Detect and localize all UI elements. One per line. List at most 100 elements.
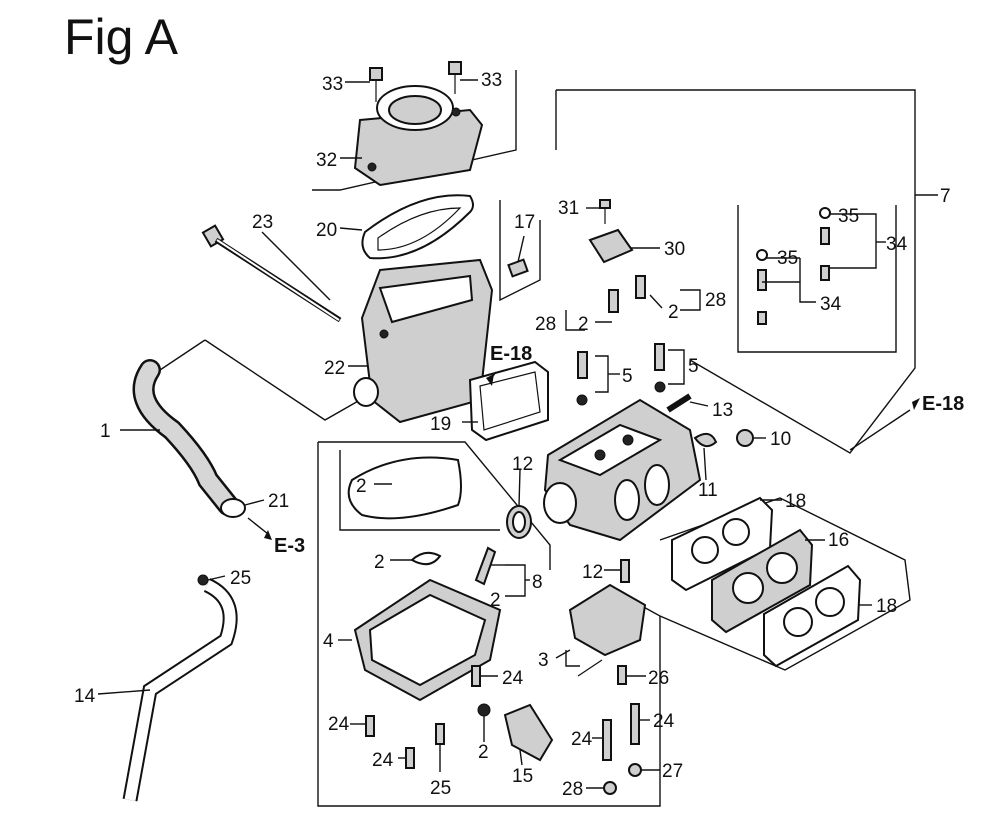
group-frame-carb-bottom bbox=[317, 442, 661, 807]
callout-33-right: 33 bbox=[481, 70, 502, 91]
callout-14: 14 bbox=[74, 686, 96, 707]
screw-5-left bbox=[576, 351, 588, 406]
figure-title: Fig A bbox=[64, 9, 178, 65]
long-bolt-23 bbox=[201, 224, 342, 323]
callout-5-left: 5 bbox=[622, 366, 633, 387]
callout-12-right: 24 bbox=[653, 711, 675, 732]
callout-17: 17 bbox=[514, 212, 535, 233]
screw-5-right bbox=[654, 343, 666, 393]
gasket-2-small bbox=[410, 551, 442, 566]
callout-2-r28: 2 bbox=[668, 302, 679, 323]
clip-25 bbox=[197, 574, 209, 586]
callout-35-top: 35 bbox=[838, 206, 859, 227]
hose-clamp-21 bbox=[220, 498, 246, 518]
group-frame-carb-top bbox=[318, 441, 551, 570]
gasket-18-upper bbox=[671, 496, 774, 592]
bracket-30 bbox=[588, 228, 634, 264]
group-frame-17 bbox=[499, 200, 541, 302]
callout-24-d: 25 bbox=[430, 778, 451, 799]
gasket-16 bbox=[711, 528, 814, 634]
group-frame-34 bbox=[737, 205, 897, 353]
callout-34-top: 34 bbox=[886, 234, 908, 255]
callout-2-solenoid: 2 bbox=[478, 742, 489, 763]
callout-26: 27 bbox=[662, 761, 683, 782]
ref-e3[interactable]: E-3 bbox=[274, 535, 305, 557]
callout-18-upper: 18 bbox=[785, 491, 806, 512]
intake-elbow bbox=[353, 85, 484, 187]
callout-16: 16 bbox=[828, 530, 849, 551]
callout-13: 13 bbox=[712, 400, 733, 421]
gasket-18-lower bbox=[763, 564, 862, 668]
callout-34-mid: 34 bbox=[820, 294, 842, 315]
jet-6 bbox=[474, 546, 497, 586]
callout-30: 30 bbox=[664, 239, 685, 260]
callout-5-right: 5 bbox=[688, 356, 699, 377]
callout-6: 8 bbox=[532, 572, 543, 593]
bolt-33-left bbox=[369, 67, 383, 102]
hose-frame bbox=[204, 339, 361, 421]
clip-9 bbox=[693, 432, 718, 448]
gasket-2-main bbox=[347, 456, 462, 520]
callout-7: 7 bbox=[940, 186, 951, 207]
screw-12-right bbox=[630, 703, 640, 745]
callout-28-left: 28 bbox=[535, 314, 556, 335]
screw-24-d bbox=[435, 723, 445, 745]
callout-24-a: 24 bbox=[502, 668, 524, 689]
callout-9: 11 bbox=[698, 480, 718, 501]
pin-13 bbox=[666, 393, 692, 413]
callout-10: 12 bbox=[512, 454, 533, 475]
callout-29: 26 bbox=[648, 668, 669, 689]
callout-15: 15 bbox=[512, 766, 533, 787]
callout-labels: 33 33 32 20 23 17 31 30 7 35 34 35 34 28… bbox=[74, 70, 964, 800]
callout-2-l28: 2 bbox=[578, 314, 589, 335]
part-17 bbox=[507, 258, 529, 278]
screw-31 bbox=[599, 199, 611, 224]
callout-18-lower: 18 bbox=[876, 596, 897, 617]
ref-e18-upper[interactable]: E-18 bbox=[490, 343, 532, 365]
group-frame-gasket bbox=[339, 450, 500, 531]
screws-34-35 bbox=[756, 207, 831, 325]
callout-2-gasket: 2 bbox=[356, 476, 367, 497]
intake-adapter bbox=[353, 258, 494, 424]
callout-1: 1 bbox=[100, 421, 111, 442]
callout-3: 3 bbox=[538, 650, 549, 671]
callout-24-c: 24 bbox=[372, 750, 394, 771]
screw-29 bbox=[617, 665, 627, 685]
carburetor-body bbox=[543, 398, 702, 542]
callout-4: 4 bbox=[323, 631, 334, 652]
leader-lines bbox=[97, 79, 938, 789]
solenoid-15 bbox=[477, 703, 554, 762]
washer-26 bbox=[628, 763, 642, 777]
callout-20: 20 bbox=[316, 220, 337, 241]
callout-12-left: 24 bbox=[571, 729, 593, 750]
callout-31: 31 bbox=[558, 198, 579, 219]
callout-24-b: 24 bbox=[328, 714, 350, 735]
screw-8 bbox=[736, 429, 754, 447]
bolt-33-right bbox=[448, 61, 462, 94]
screw-24-a bbox=[471, 665, 481, 687]
callout-2-jet: 2 bbox=[490, 590, 501, 611]
ref-e18-right[interactable]: E-18 bbox=[922, 393, 964, 415]
callout-11: 12 bbox=[582, 562, 603, 583]
callout-2-small: 2 bbox=[374, 552, 385, 573]
callout-22: 22 bbox=[324, 358, 345, 379]
screw-24-c bbox=[405, 747, 415, 769]
callout-23: 23 bbox=[252, 212, 273, 233]
callout-21: 21 bbox=[268, 491, 289, 512]
callout-8: 10 bbox=[770, 429, 791, 450]
float-bowl bbox=[353, 578, 502, 702]
callout-27: 28 bbox=[562, 779, 583, 800]
callout-28-right: 28 bbox=[705, 290, 726, 311]
callout-33-left: 33 bbox=[322, 74, 343, 95]
screw-28-right bbox=[635, 275, 646, 299]
callout-25: 25 bbox=[230, 568, 251, 589]
screw-24-b bbox=[365, 715, 375, 737]
washer-27 bbox=[603, 781, 617, 795]
float-3 bbox=[568, 583, 647, 677]
gasket-20 bbox=[361, 194, 474, 260]
group-frame-7 bbox=[556, 89, 916, 454]
callout-19: 19 bbox=[430, 414, 451, 435]
hose-frame-left bbox=[159, 339, 206, 371]
